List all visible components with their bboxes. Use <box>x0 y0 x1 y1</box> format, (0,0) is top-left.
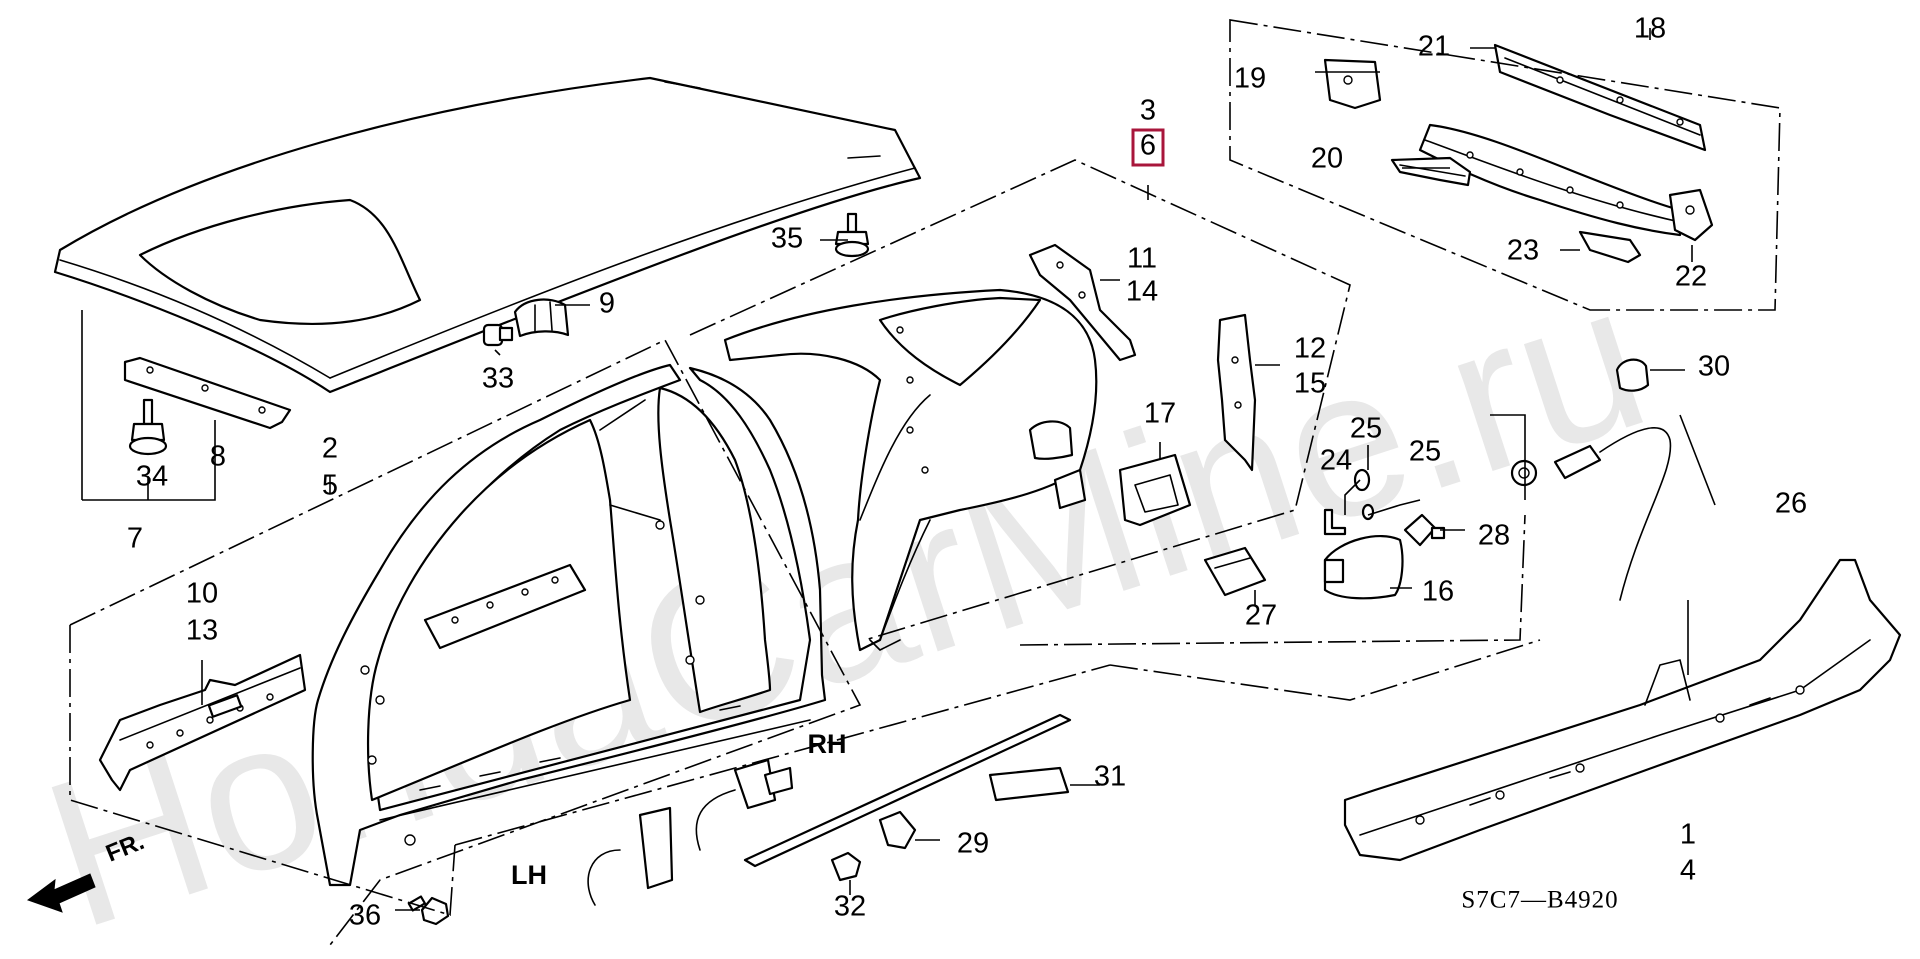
callout-28: 28 <box>1478 520 1510 552</box>
side-sill-inner-rail[interactable] <box>423 563 587 650</box>
sill-molding[interactable] <box>743 713 1072 868</box>
callout-16: 16 <box>1422 576 1454 608</box>
weatherstrip-31[interactable] <box>988 766 1070 802</box>
callout-3: 3 <box>1140 95 1156 127</box>
callout-7: 7 <box>127 523 143 555</box>
callout-23: 23 <box>1507 235 1539 267</box>
callout-32: 32 <box>834 891 866 923</box>
callout-4: 4 <box>1680 855 1696 887</box>
roof-reinforcement[interactable] <box>123 356 292 430</box>
fuel-lid-opener[interactable] <box>1203 546 1267 597</box>
fuel-lid-cable[interactable] <box>1510 427 1672 601</box>
callout-27: 27 <box>1245 600 1277 632</box>
callout-12: 12 <box>1294 333 1326 365</box>
clip-33[interactable] <box>482 323 514 347</box>
fuel-lid[interactable] <box>1323 535 1404 600</box>
callout-29: 29 <box>957 828 989 860</box>
callout-2: 2 <box>322 433 338 465</box>
callout-25b: 25 <box>1409 436 1441 468</box>
bolt-32[interactable] <box>830 851 862 882</box>
callout-19: 19 <box>1234 63 1266 95</box>
leader-lines <box>81 28 1716 911</box>
rear-panel-side-bracket-left[interactable] <box>1323 58 1382 110</box>
rear-panel-crossmember[interactable] <box>1418 123 1682 237</box>
callout-34: 34 <box>136 461 168 493</box>
bolt-35[interactable] <box>834 212 870 258</box>
callout-11: 11 <box>1127 243 1157 275</box>
roof-panel[interactable] <box>53 76 922 394</box>
group-line-c <box>1019 514 1526 646</box>
diagram-code: S7C7—B4920 <box>1461 887 1618 914</box>
bolt-34[interactable] <box>128 398 168 456</box>
callout-33: 33 <box>482 363 514 395</box>
callout-15: 15 <box>1294 368 1326 400</box>
callout-14: 14 <box>1126 276 1158 308</box>
rear-panel-side-bracket-right[interactable] <box>1668 188 1714 242</box>
callout-18: 18 <box>1634 13 1666 45</box>
clip-30[interactable] <box>1615 358 1650 392</box>
group-line-f <box>1229 19 1781 311</box>
side-sill-panel[interactable] <box>1343 558 1902 862</box>
grommet-25b[interactable] <box>1361 503 1375 521</box>
label-rh: RH <box>808 729 847 759</box>
clip-29[interactable] <box>878 810 917 850</box>
label-lh: LH <box>511 860 547 890</box>
callout-36: 36 <box>349 900 381 932</box>
callout-31: 31 <box>1094 761 1126 793</box>
callout-5: 5 <box>322 470 338 502</box>
callout-22: 22 <box>1675 261 1707 293</box>
striker-24[interactable] <box>1323 508 1347 536</box>
callout-20: 20 <box>1311 143 1343 175</box>
group-line-d <box>69 625 456 917</box>
group-line-g <box>1109 639 1541 701</box>
callout-30: 30 <box>1698 351 1730 383</box>
rear-panel-bracket-20[interactable] <box>1390 156 1472 187</box>
callout-6-highlight-box <box>1131 128 1165 167</box>
group-line-e <box>454 664 1111 846</box>
rear-upper-crossmember[interactable] <box>1493 43 1707 152</box>
callout-1: 1 <box>1680 819 1696 851</box>
quarter-inner-panel[interactable] <box>1216 313 1257 472</box>
door-check-rh[interactable] <box>695 758 794 851</box>
callout-10: 10 <box>186 578 218 610</box>
callout-6: 6 <box>1140 130 1156 162</box>
rear-panel-bracket-23[interactable] <box>1578 230 1642 264</box>
callout-17: 17 <box>1144 398 1176 430</box>
callout-24: 24 <box>1320 445 1352 477</box>
grommet-25a[interactable] <box>1353 468 1371 492</box>
callout-25a: 25 <box>1350 413 1382 445</box>
callout-9: 9 <box>599 288 615 320</box>
callout-35: 35 <box>771 223 803 255</box>
callout-21: 21 <box>1418 31 1450 63</box>
callout-26: 26 <box>1775 488 1807 520</box>
group-line-b <box>69 338 862 946</box>
rear-quarter-panel[interactable] <box>723 288 1098 652</box>
fuel-lid-housing[interactable] <box>1118 453 1192 527</box>
roof-clip[interactable] <box>513 298 570 338</box>
group-line-a <box>689 159 1351 641</box>
callout-13: 13 <box>186 615 218 647</box>
rear-pillar-gusset[interactable] <box>1028 243 1137 362</box>
bolt-36[interactable] <box>407 895 450 926</box>
callout-8: 8 <box>210 441 226 473</box>
front-inner-panel[interactable] <box>98 653 307 792</box>
callouts: 7 34 8 2 5 9 33 35 10 13 3 6 11 14 12 15… <box>127 13 1807 932</box>
door-check-lh[interactable] <box>587 806 674 906</box>
front-direction-arrow-icon <box>26 873 96 913</box>
clip-28[interactable] <box>1403 513 1446 547</box>
